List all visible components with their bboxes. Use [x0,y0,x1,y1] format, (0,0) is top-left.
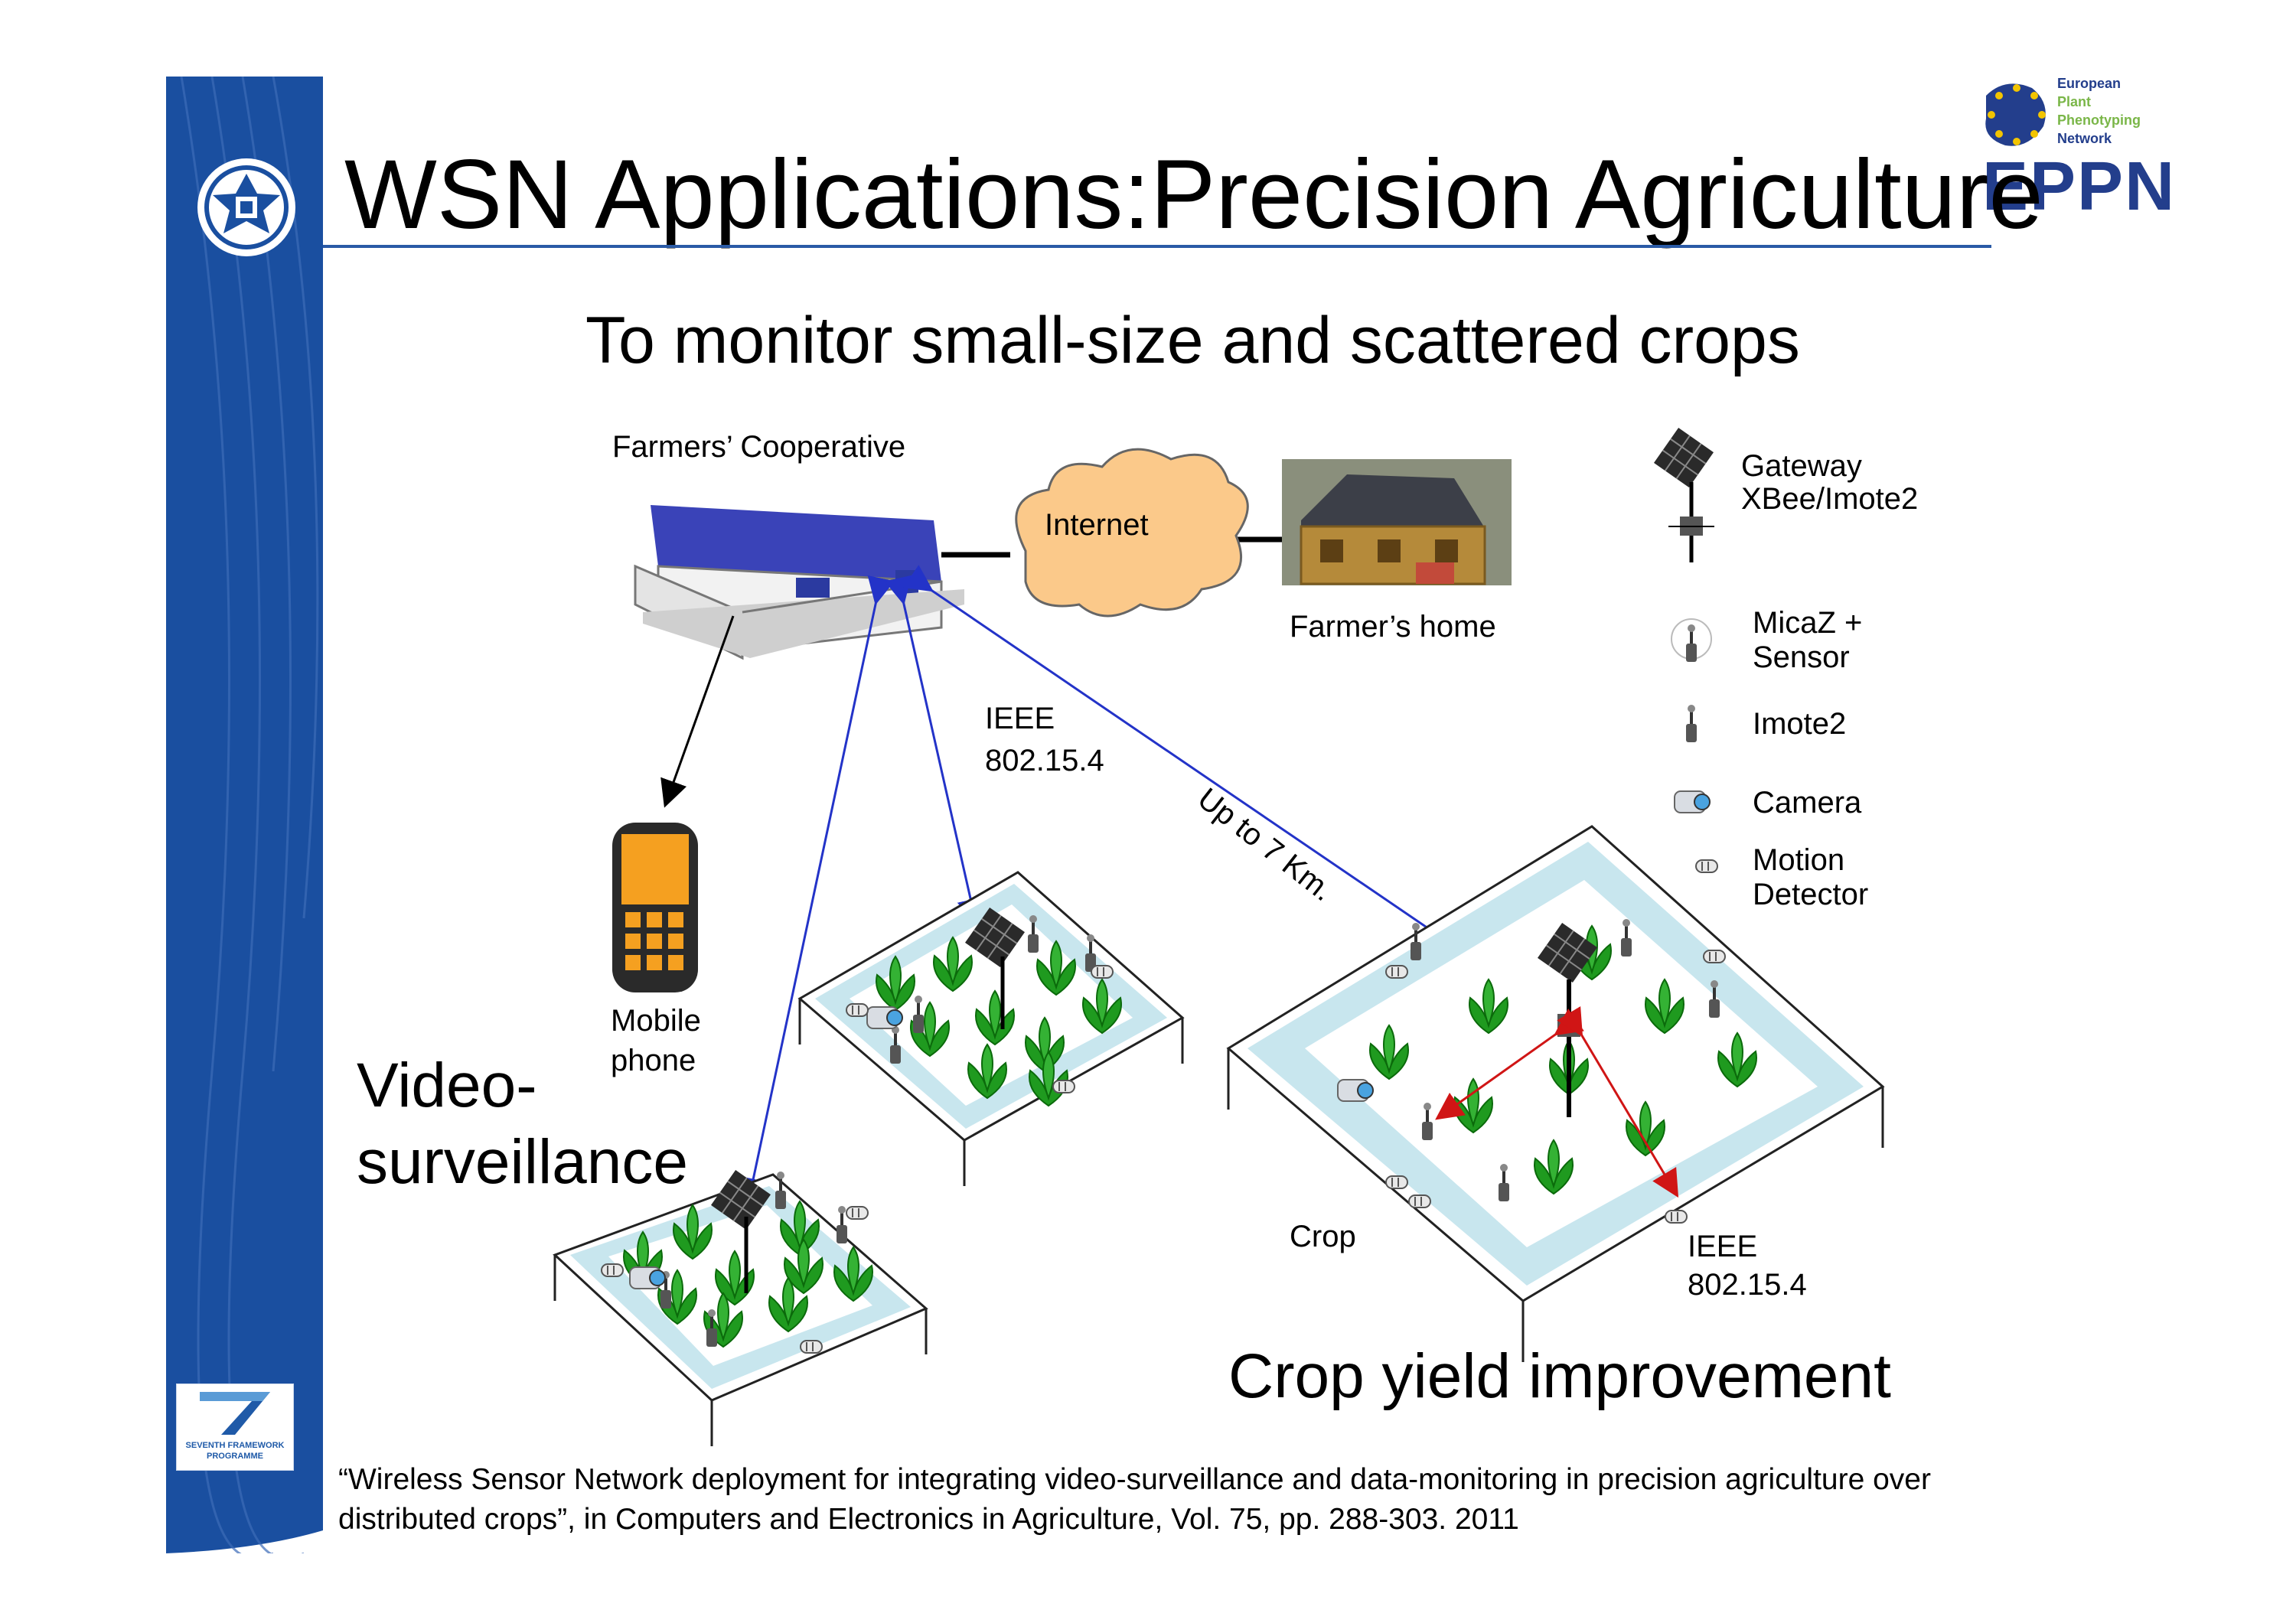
citation: “Wireless Sensor Network deployment for … [338,1460,2198,1540]
middle-crop-field [800,872,1182,1186]
legend-gateway-2: XBee/Imote2 [1741,481,1918,517]
citation-line-1: “Wireless Sensor Network deployment for … [338,1463,1931,1496]
legend-gateway-1: Gateway [1741,448,1862,484]
mobile-label-1: Mobile [611,1002,701,1039]
mobile-phone-icon [612,823,698,992]
ieee-label-top-1: IEEE [985,700,1055,737]
small-crop-field [555,1170,926,1446]
mobile-label-2: phone [611,1042,696,1079]
citation-line-2: distributed crops”, in Computers and Ele… [338,1500,2198,1540]
legend-imote: Imote2 [1753,706,1846,742]
coop-to-phone-arrow [666,616,733,803]
ieee-label-bottom-2: 802.15.4 [1688,1266,1807,1303]
ieee-label-top-2: 802.15.4 [985,742,1104,779]
legend-motion-1: Motion [1753,842,1844,878]
ieee-label-bottom-1: IEEE [1688,1228,1757,1265]
crop-label: Crop [1290,1218,1356,1255]
video-label-1: Video- [357,1048,537,1123]
farmer-home-icon [1282,459,1512,585]
legend-micaz-1: MicaZ + [1753,605,1862,641]
cooperative-label: Farmers’ Cooperative [612,429,905,465]
cooperative-building [635,505,964,658]
legend-micaz-2: Sensor [1753,639,1850,676]
internet-label: Internet [1045,507,1149,543]
legend-motion-2: Detector [1753,876,1868,913]
yield-label: Crop yield improvement [1228,1339,1891,1414]
legend-camera: Camera [1753,784,1861,821]
legend-icons [1654,428,1717,872]
home-label: Farmer’s home [1290,608,1496,645]
video-label-2: surveillance [357,1125,688,1200]
